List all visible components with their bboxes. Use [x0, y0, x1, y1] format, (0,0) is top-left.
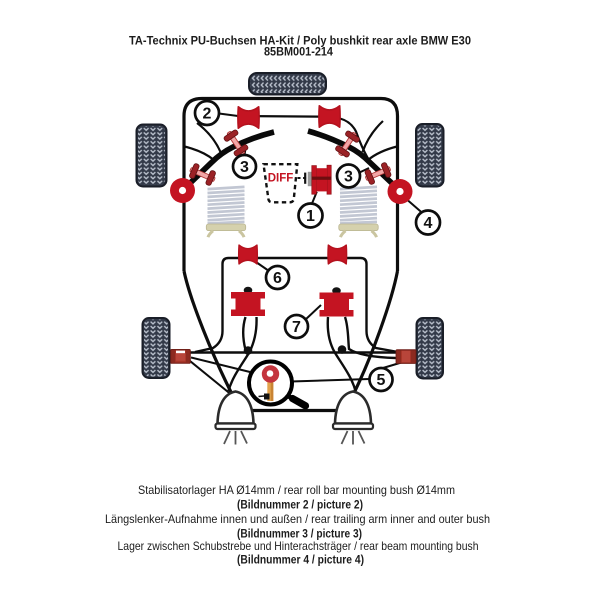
svg-text:6: 6: [273, 270, 282, 287]
svg-text:DIFF: DIFF: [268, 173, 294, 185]
svg-text:1: 1: [306, 208, 315, 225]
svg-text:2: 2: [203, 106, 212, 123]
svg-text:(Bildnummer 4 / picture 4): (Bildnummer 4 / picture 4): [237, 553, 364, 567]
svg-text:7: 7: [292, 319, 301, 336]
svg-text:85BM001-214: 85BM001-214: [264, 45, 333, 59]
svg-text:TA-Technix PU-Buchsen HA-Kit /: TA-Technix PU-Buchsen HA-Kit / Poly bush…: [129, 34, 471, 48]
svg-text:3: 3: [344, 169, 353, 186]
svg-text:(Bildnummer 2 / picture 2): (Bildnummer 2 / picture 2): [237, 498, 363, 512]
svg-text:(Bildnummer 3 / picture 3): (Bildnummer 3 / picture 3): [237, 527, 362, 541]
svg-text:Lager zwischen Schubstrebe und: Lager zwischen Schubstrebe und Hinterach…: [118, 539, 479, 553]
svg-text:3: 3: [240, 159, 249, 176]
svg-text:Längslenker-Aufnahme innen und: Längslenker-Aufnahme innen und außen / r…: [105, 512, 490, 526]
svg-text:4: 4: [424, 215, 433, 232]
svg-text:Stabilisatorlager HA Ø14mm / r: Stabilisatorlager HA Ø14mm / rear roll b…: [138, 483, 455, 497]
svg-text:5: 5: [377, 372, 386, 389]
